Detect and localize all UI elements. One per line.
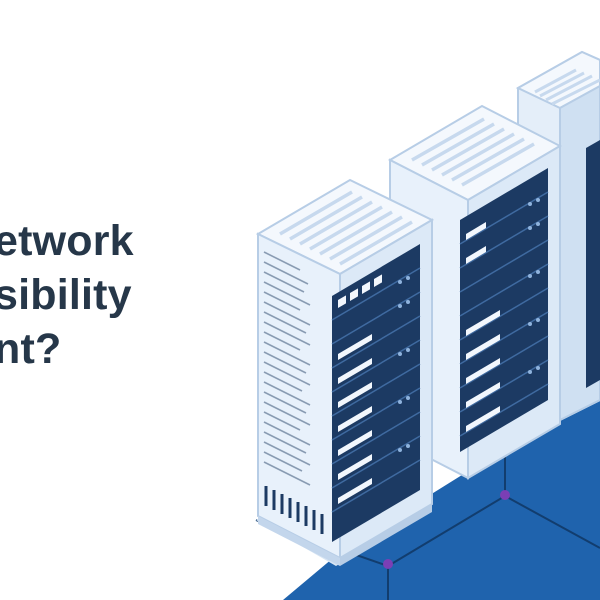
server-units <box>331 267 421 513</box>
headline-line-1: etwork <box>0 217 134 265</box>
headline-line-3: nt? <box>0 325 62 373</box>
bottom-grille <box>264 486 324 534</box>
server-rack-icon <box>255 178 435 566</box>
server-units <box>459 191 549 437</box>
side-vent <box>263 251 311 486</box>
headline-line-2: sibility <box>0 271 132 319</box>
headline: etwork sibility nt? <box>0 214 134 376</box>
network-nodes <box>383 490 510 569</box>
